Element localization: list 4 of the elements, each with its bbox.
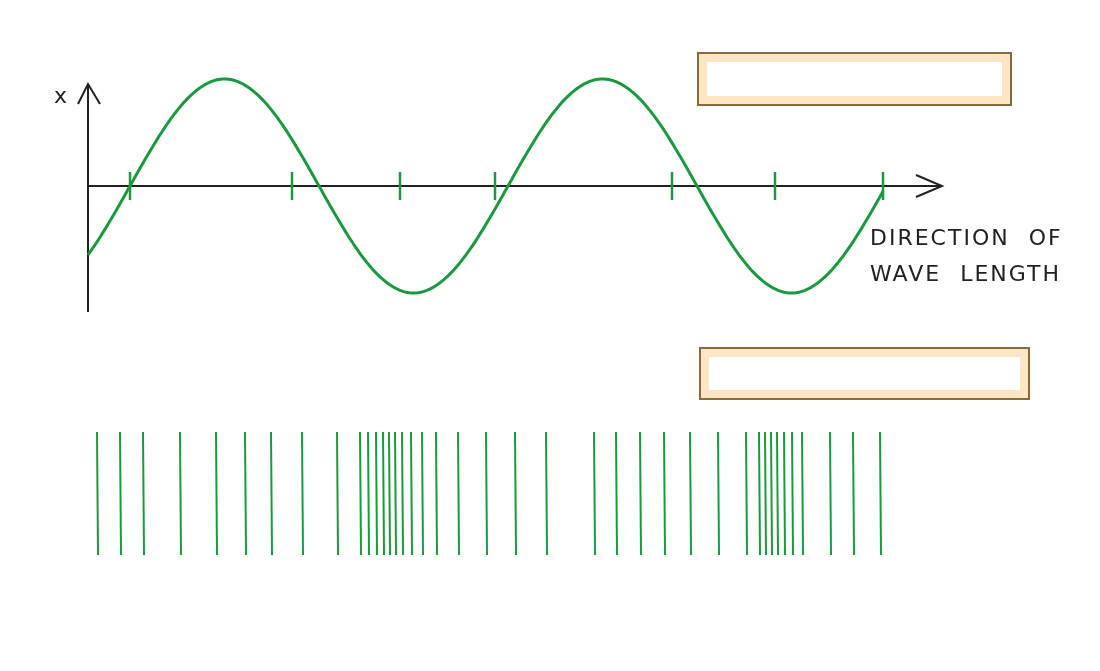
answer-box [699,347,1030,400]
axis-label: x [54,82,71,110]
axis-label: DIRECTION OF WAVE LENGTH [870,224,1064,288]
answer-box [697,52,1012,106]
